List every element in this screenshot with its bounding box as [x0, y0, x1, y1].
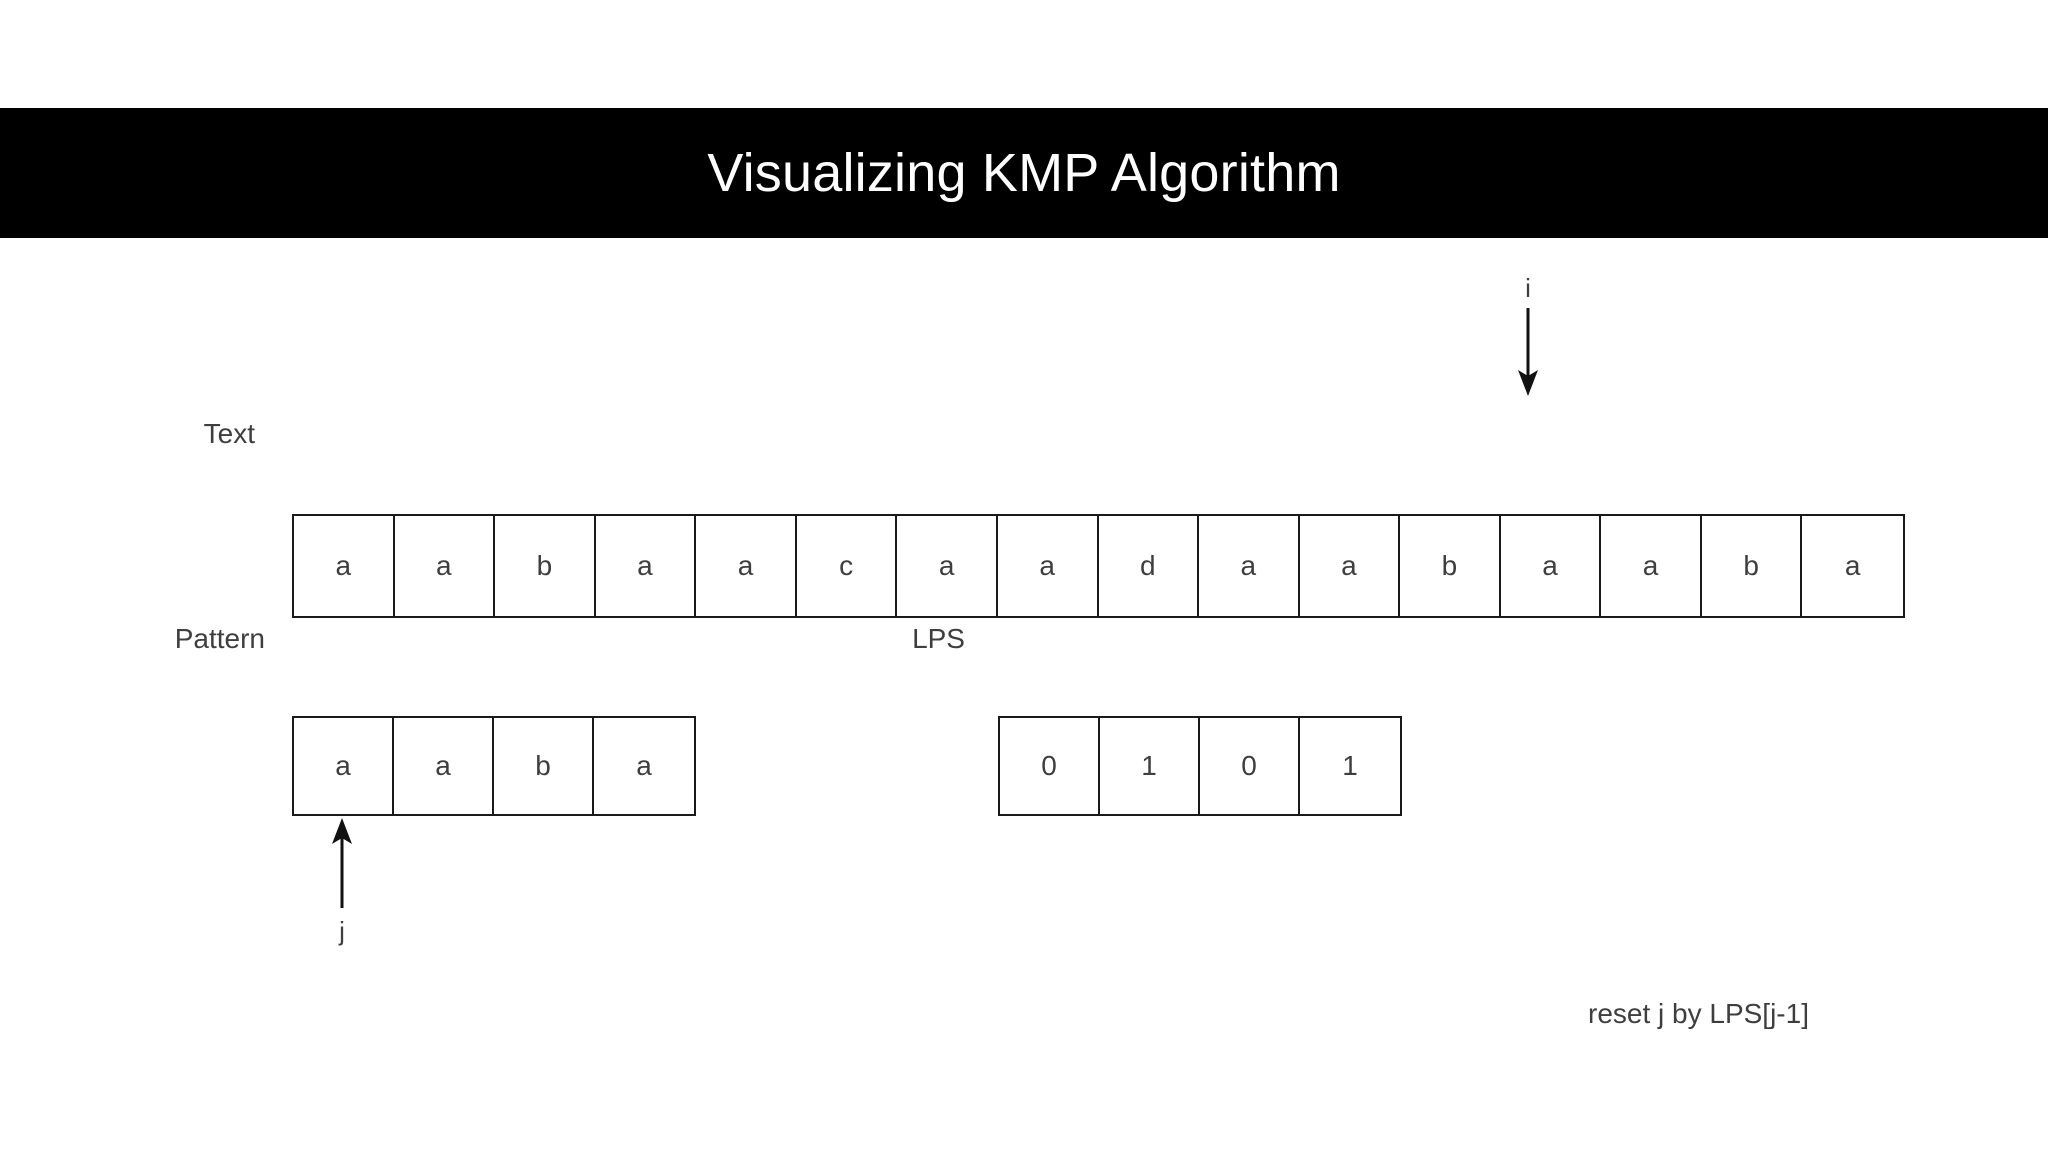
text-array: a a b a a c a a d a a b a a b a: [292, 514, 1905, 618]
lps-cell: 0: [1200, 718, 1300, 814]
text-cell: a: [595, 516, 697, 616]
kmp-diagram: i Text a a b a a c a a d a a b a a b a P…: [0, 238, 2048, 1152]
text-cell: a: [394, 516, 496, 616]
pointer-arrow-i-icon: [1518, 308, 1538, 396]
page-title: Visualizing KMP Algorithm: [707, 143, 1341, 203]
reset-note: reset j by LPS[j-1]: [1588, 998, 1809, 1029]
lps-cell: 1: [1300, 718, 1400, 814]
pattern-cell: a: [394, 718, 494, 814]
text-cell: a: [1601, 516, 1702, 616]
lps-cell: 0: [1000, 718, 1100, 814]
pattern-cell: a: [294, 718, 394, 814]
pattern-cell: a: [594, 718, 694, 814]
text-cell: a: [1802, 516, 1903, 616]
lps-cell: 1: [1100, 718, 1200, 814]
text-cell: a: [997, 516, 1099, 616]
row-label-pattern: Pattern: [174, 623, 265, 654]
lps-array: 0 1 0 1: [998, 716, 1402, 816]
text-cell: b: [495, 516, 596, 616]
text-cell: c: [796, 516, 898, 616]
pattern-cell: b: [494, 718, 594, 814]
row-label-lps: LPS: [912, 623, 965, 654]
text-cell: a: [696, 516, 797, 616]
text-cell: d: [1098, 516, 1200, 616]
text-cell: a: [1500, 516, 1602, 616]
text-cell: b: [1400, 516, 1501, 616]
text-cell: a: [1299, 516, 1401, 616]
pointer-label-i: i: [1525, 273, 1531, 303]
text-cell: a: [897, 516, 998, 616]
pointer-label-j: j: [339, 916, 345, 946]
row-label-text: Text: [203, 418, 255, 449]
pattern-array: a a b a: [292, 716, 696, 816]
text-cell: a: [1199, 516, 1300, 616]
text-cell: b: [1701, 516, 1803, 616]
text-cell: a: [294, 516, 395, 616]
title-banner: Visualizing KMP Algorithm: [0, 108, 2048, 238]
pointer-arrow-j-icon: [332, 818, 352, 908]
